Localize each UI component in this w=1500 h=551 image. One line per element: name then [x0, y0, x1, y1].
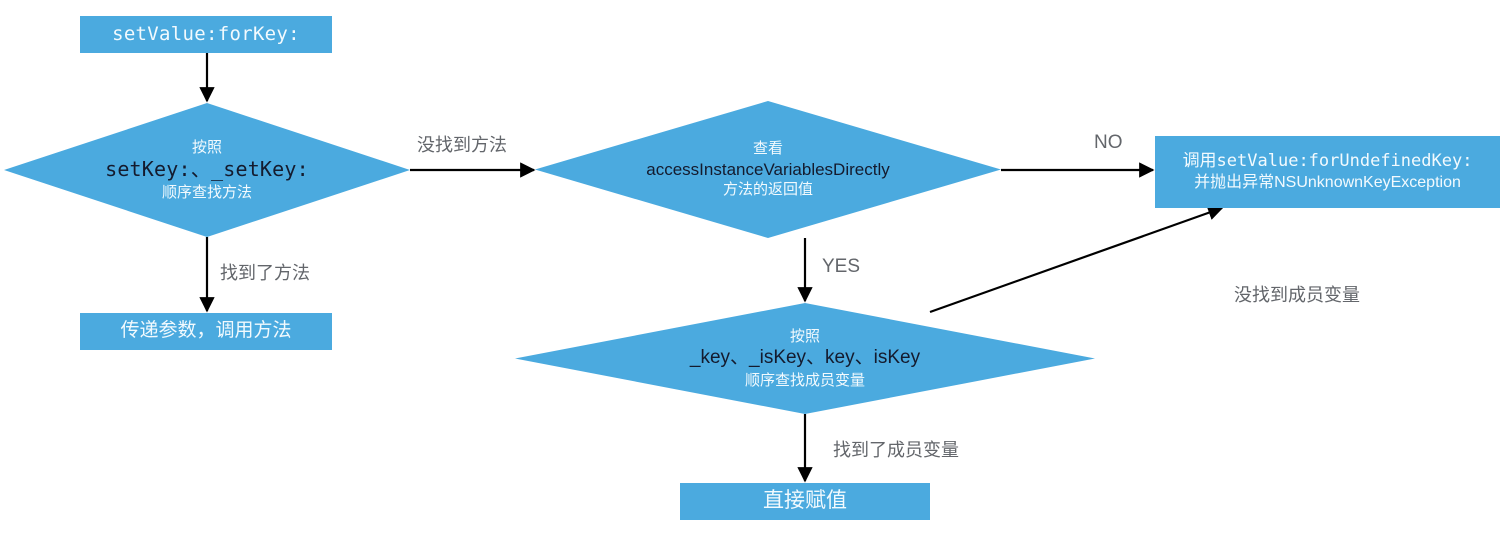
- edge-find-ivar-to-exception: [929, 205, 1224, 314]
- node-start-label: setValue:forKey:: [112, 23, 300, 46]
- edge-label-not-found-instance-variable: 没找到成员变量: [1234, 285, 1360, 305]
- node-find-setter-line1: 按照: [191, 139, 222, 157]
- node-setvalue-forundefinedkey-exception[interactable]: 调用setValue:forUndefinedKey: 并抛出异常NSUnkno…: [1155, 136, 1500, 208]
- edge-label-yes: YES: [822, 256, 861, 277]
- node-invoke-label: 传递参数，调用方法: [120, 320, 292, 342]
- node-direct-assign[interactable]: 直接赋值: [680, 483, 930, 520]
- node-exception-line1: 调用setValue:forUndefinedKey:: [1182, 150, 1473, 171]
- node-start-setvalue-forkey[interactable]: setValue:forKey:: [80, 16, 332, 53]
- node-find-setter-method[interactable]: 按照 setKey:、_setKey: 顺序查找方法: [4, 103, 410, 237]
- node-find-ivar-line2: _key、_isKey、key、isKey: [689, 347, 921, 369]
- node-find-ivar-line3: 顺序查找成员变量: [744, 371, 865, 389]
- node-find-setter-line2: setKey:、_setKey:: [105, 157, 309, 182]
- edge-label-not-found-method: 没找到方法: [417, 135, 507, 155]
- node-aivd-line3: 方法的返回值: [722, 181, 813, 199]
- node-exception-line2: 并抛出异常NSUnknownKeyException: [1194, 173, 1461, 191]
- node-find-ivar-line1: 按照: [789, 328, 820, 346]
- node-assign-label: 直接赋值: [763, 489, 847, 513]
- node-find-instance-variable[interactable]: 按照 _key、_isKey、key、isKey 顺序查找成员变量: [515, 303, 1095, 414]
- edge-label-found-method: 找到了方法: [220, 263, 310, 283]
- node-find-setter-line3: 顺序查找方法: [161, 183, 252, 201]
- node-aivd-line2: accessInstanceVariablesDirectly: [646, 159, 890, 179]
- edge-label-no: NO: [1094, 132, 1123, 153]
- edge-label-found-instance-variable: 找到了成员变量: [833, 440, 959, 460]
- node-aivd-line1: 查看: [752, 140, 783, 158]
- node-invoke-method[interactable]: 传递参数，调用方法: [80, 313, 332, 350]
- node-access-instance-variables-directly[interactable]: 查看 accessInstanceVariablesDirectly 方法的返回…: [535, 101, 1001, 238]
